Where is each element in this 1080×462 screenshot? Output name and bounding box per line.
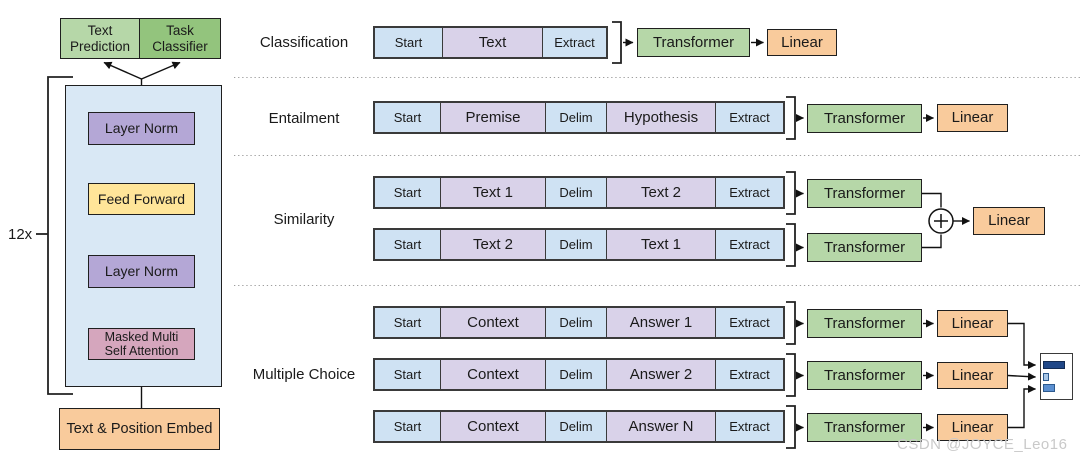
token-extract: Extract <box>715 103 783 132</box>
token-strip-similarity-2: Start Text 2 Delim Text 1 Extract <box>373 228 785 261</box>
token-extract: Extract <box>715 360 783 389</box>
transformer-label: Transformer <box>823 366 906 384</box>
layer-norm-top-label: Layer Norm <box>104 120 179 137</box>
token-start: Start <box>375 178 440 207</box>
token-strip-choice-1: Start Context Delim Answer 1 Extract <box>373 306 785 339</box>
token-extract: Extract <box>715 178 783 207</box>
transformer-box-choice-n: Transformer <box>807 413 922 442</box>
token-strip-similarity-1: Start Text 1 Delim Text 2 Extract <box>373 176 785 209</box>
text-position-embed-box: Text & Position Embed <box>59 408 220 450</box>
token-text1: Text 1 <box>606 230 715 259</box>
layer-norm-bottom-box: Layer Norm <box>88 255 195 288</box>
text-prediction-label: Text Prediction <box>69 22 131 54</box>
transformer-label: Transformer <box>823 109 906 127</box>
task-classifier-label: Task Classifier <box>152 22 208 54</box>
task-label-entailment: Entailment <box>268 110 340 127</box>
answer-probabilities-chart <box>1040 353 1073 400</box>
watermark: CSDN @JOYCE_Leo16 <box>897 436 1068 453</box>
token-text2: Text 2 <box>606 178 715 207</box>
token-premise: Premise <box>440 103 545 132</box>
token-start: Start <box>375 308 440 337</box>
repeat-bracket <box>36 76 73 395</box>
linear-label: Linear <box>951 109 994 127</box>
flow-arrows <box>623 38 1036 432</box>
linear-box-similarity: Linear <box>973 207 1045 235</box>
repeat-12x-label: 12x <box>8 226 33 243</box>
layer-norm-bottom-label: Layer Norm <box>104 263 179 280</box>
token-text1: Text 1 <box>440 178 545 207</box>
token-start: Start <box>375 360 440 389</box>
linear-label: Linear <box>951 366 994 384</box>
similarity-add-icon <box>928 208 954 234</box>
transformer-box-similarity-2: Transformer <box>807 233 922 262</box>
task-classifier-box: Task Classifier <box>139 18 221 59</box>
masked-attention-label: Masked Multi Self Attention <box>104 329 179 358</box>
token-answerN: Answer N <box>606 412 715 441</box>
transformer-box-similarity-1: Transformer <box>807 179 922 208</box>
transformer-label: Transformer <box>823 314 906 332</box>
transformer-box-entailment: Transformer <box>807 104 922 133</box>
token-strip-entailment: Start Premise Delim Hypothesis Extract <box>373 101 785 134</box>
token-delim: Delim <box>545 308 606 337</box>
text-prediction-box: Text Prediction <box>60 18 140 59</box>
token-text: Text <box>442 28 542 57</box>
token-start: Start <box>375 103 440 132</box>
token-delim: Delim <box>545 412 606 441</box>
linear-label: Linear <box>781 33 823 51</box>
token-context: Context <box>440 360 545 389</box>
prob-bar-3 <box>1043 384 1055 392</box>
transformer-label: Transformer <box>823 238 906 256</box>
token-delim: Delim <box>545 103 606 132</box>
token-start: Start <box>375 28 442 57</box>
task-label-similarity: Similarity <box>273 211 335 228</box>
transformer-box-choice-1: Transformer <box>807 309 922 338</box>
feed-forward-label: Feed Forward <box>97 190 186 207</box>
token-answer2: Answer 2 <box>606 360 715 389</box>
token-context: Context <box>440 308 545 337</box>
token-strip-choice-2: Start Context Delim Answer 2 Extract <box>373 358 785 391</box>
token-start: Start <box>375 230 440 259</box>
linear-box-classification: Linear <box>767 29 837 56</box>
token-extract: Extract <box>542 28 606 57</box>
transformer-box-choice-2: Transformer <box>807 361 922 390</box>
prob-bar-2 <box>1043 373 1049 381</box>
layer-norm-top-box: Layer Norm <box>88 112 195 145</box>
linear-box-choice-1: Linear <box>937 310 1008 337</box>
task-label-classification: Classification <box>259 34 349 51</box>
token-answer1: Answer 1 <box>606 308 715 337</box>
linear-label: Linear <box>951 314 994 332</box>
masked-attention-box: Masked Multi Self Attention <box>88 328 195 360</box>
linear-box-choice-2: Linear <box>937 362 1008 389</box>
transformer-box-classification: Transformer <box>637 28 750 57</box>
token-context: Context <box>440 412 545 441</box>
prob-bar-1 <box>1043 361 1065 369</box>
linear-box-entailment: Linear <box>937 104 1008 132</box>
token-hypothesis: Hypothesis <box>606 103 715 132</box>
token-extract: Extract <box>715 412 783 441</box>
token-delim: Delim <box>545 178 606 207</box>
linear-label: Linear <box>988 212 1030 230</box>
section-divider-dotted-lines <box>234 76 1080 287</box>
feed-forward-box: Feed Forward <box>88 183 195 215</box>
linear-label: Linear <box>951 418 994 436</box>
transformer-label: Transformer <box>823 418 906 436</box>
text-position-embed-label: Text & Position Embed <box>66 420 213 437</box>
linear-box-choice-n: Linear <box>937 414 1008 441</box>
task-label-multiple-choice: Multiple Choice <box>252 366 356 383</box>
token-text2: Text 2 <box>440 230 545 259</box>
token-extract: Extract <box>715 230 783 259</box>
token-extract: Extract <box>715 308 783 337</box>
transformer-label: Transformer <box>652 33 735 51</box>
strip-bracket <box>612 21 796 449</box>
token-strip-classification: Start Text Extract <box>373 26 608 59</box>
token-delim: Delim <box>545 230 606 259</box>
token-start: Start <box>375 412 440 441</box>
token-delim: Delim <box>545 360 606 389</box>
transformer-label: Transformer <box>823 184 906 202</box>
token-strip-choice-n: Start Context Delim Answer N Extract <box>373 410 785 443</box>
